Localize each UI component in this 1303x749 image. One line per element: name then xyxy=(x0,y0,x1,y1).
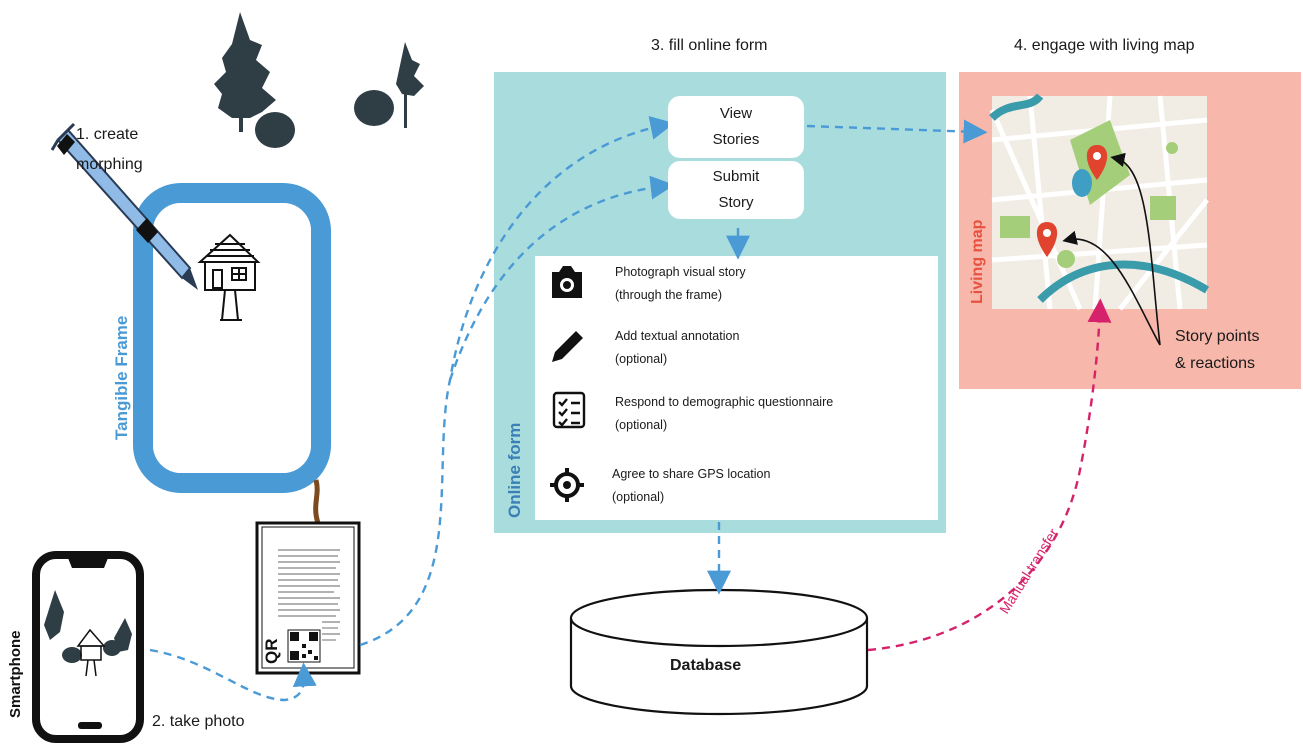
form-item-gps: Agree to share GPS location (optional) xyxy=(612,463,770,509)
house-sketch-icon xyxy=(197,233,261,321)
tangible-frame-label: Tangible Frame xyxy=(112,315,131,440)
form-item-note: (optional) xyxy=(615,418,668,432)
form-items-box xyxy=(535,256,938,520)
step-2-label: 2. take photo xyxy=(152,713,245,730)
database-label: Database xyxy=(670,657,742,674)
form-item-note: (optional) xyxy=(615,352,668,366)
map-pin-icon xyxy=(1036,145,1108,257)
form-item-photograph: Photograph visual story (through the fra… xyxy=(615,261,746,307)
smartphone-icon xyxy=(32,551,144,743)
form-item-title: Agree to share GPS location xyxy=(612,467,771,481)
form-item-title: Respond to demographic questionnaire xyxy=(615,395,834,409)
database-icon xyxy=(569,588,869,716)
step-1-label: 1. create morphing xyxy=(76,126,143,173)
camera-icon xyxy=(552,266,582,298)
form-item-title: Photograph visual story xyxy=(615,265,746,279)
gps-target-icon xyxy=(550,468,584,502)
pen-icon xyxy=(50,122,198,290)
tangible-frame xyxy=(133,183,331,524)
qr-card xyxy=(255,521,361,675)
form-item-note: (optional) xyxy=(612,490,665,504)
submit-story-button[interactable]: Submit Story xyxy=(668,161,804,219)
qr-code-icon xyxy=(287,629,321,663)
step-4-label: 4. engage with living map xyxy=(1014,37,1195,54)
view-stories-button[interactable]: View Stories xyxy=(668,96,804,158)
step-3-label: 3. fill online form xyxy=(651,37,768,54)
form-item-title: Add textual annotation xyxy=(615,329,740,343)
online-form-label: Online form xyxy=(505,422,524,518)
form-item-annotation: Add textual annotation (optional) xyxy=(615,325,739,371)
checklist-icon xyxy=(552,391,586,429)
form-item-questionnaire: Respond to demographic questionnaire (op… xyxy=(615,391,833,437)
city-map-image xyxy=(989,93,1210,311)
smartphone-label: Smartphone xyxy=(7,630,24,718)
pencil-icon xyxy=(552,331,583,362)
living-map-label: Living map xyxy=(969,219,986,304)
form-item-note: (through the frame) xyxy=(615,288,722,302)
qr-label: QR xyxy=(262,638,281,665)
story-points-label: Story points & reactions xyxy=(1175,328,1260,372)
tree-illustration xyxy=(214,12,424,148)
